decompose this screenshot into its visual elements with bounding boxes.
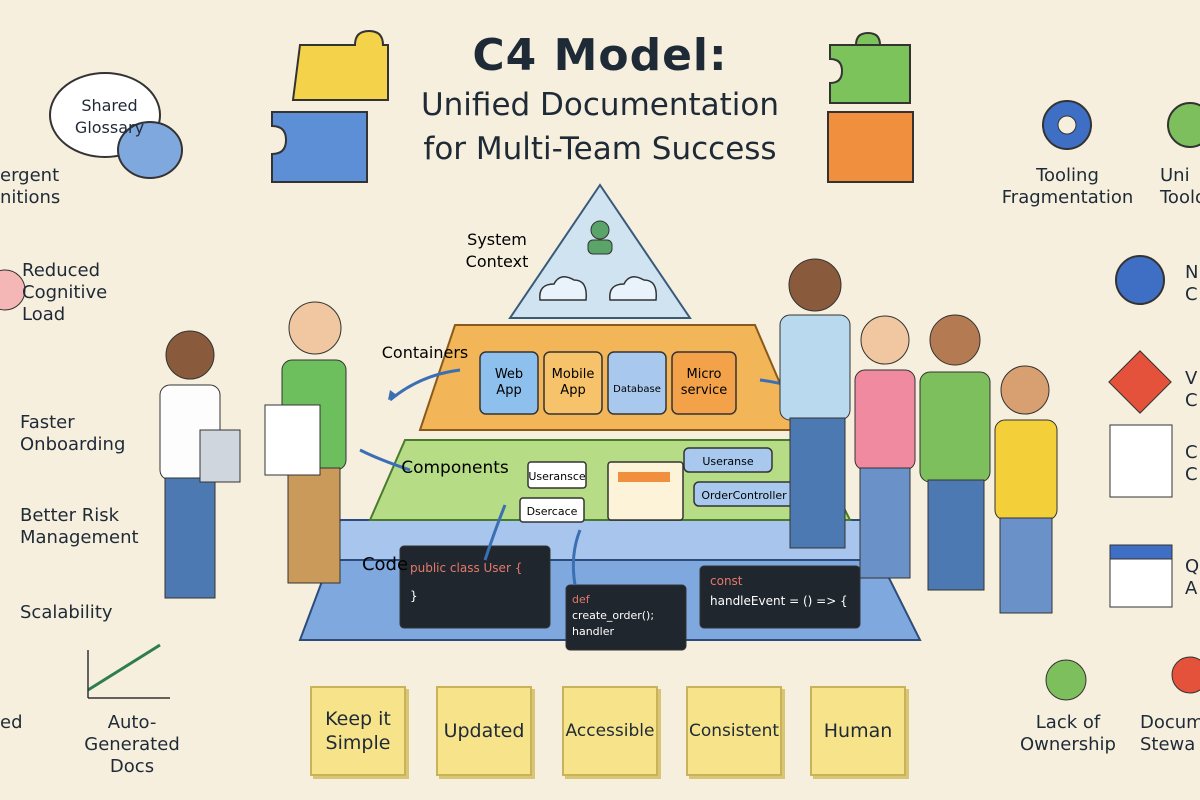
gear-icon bbox=[1042, 100, 1092, 150]
component-1: Useransce bbox=[528, 470, 586, 483]
brain-icon bbox=[0, 269, 26, 311]
code-snippet-3a: const bbox=[710, 574, 743, 588]
git-icon bbox=[1108, 350, 1172, 414]
person-left-2 bbox=[264, 301, 347, 584]
scalability-label: Scalability bbox=[20, 602, 113, 623]
gear-green-icon bbox=[1167, 102, 1200, 148]
component-4: OrderController bbox=[701, 489, 787, 502]
person-left-1 bbox=[159, 330, 241, 599]
pyramid bbox=[298, 183, 922, 651]
growth-chart-icon bbox=[87, 643, 161, 692]
code-snippet-1b: } bbox=[410, 589, 418, 603]
person-right-4 bbox=[994, 365, 1058, 614]
components-label: Components bbox=[401, 458, 509, 478]
container-database: Database bbox=[613, 384, 661, 395]
puzzle-left-icon bbox=[271, 29, 389, 183]
title-block: C4 Model: Unified Documentation for Mult… bbox=[0, 30, 1200, 169]
person-right-3 bbox=[919, 314, 991, 591]
title-line1: C4 Model: bbox=[472, 30, 728, 81]
unified-tooling-label: UniToolo bbox=[1160, 165, 1200, 208]
person-right-1 bbox=[779, 258, 851, 549]
shared-glossary-label: Shared Glossary bbox=[74, 96, 145, 137]
handshake-icon bbox=[1171, 656, 1200, 694]
component-3: Useranse bbox=[702, 455, 754, 468]
code-snippet-2c: handler bbox=[572, 625, 614, 638]
context-label-1: System bbox=[467, 230, 527, 249]
code-snippet-2a: def bbox=[572, 593, 591, 606]
code-label: Code bbox=[362, 554, 408, 575]
code-snippet-1a: public class User { bbox=[410, 561, 522, 575]
principle-note-simple: Keep it Simple bbox=[310, 686, 406, 776]
principle-note-accessible: Accessible bbox=[562, 686, 658, 776]
puzzle-right-icon bbox=[827, 32, 914, 183]
principle-note-consistent: Consistent bbox=[686, 686, 782, 776]
partial-bottom-label: ed bbox=[0, 712, 23, 733]
title-line3: for Multi-Team Success bbox=[423, 131, 777, 167]
containers-label: Containers bbox=[382, 343, 469, 362]
code-snippet-2b: create_order(); bbox=[572, 609, 654, 622]
title-line2: Unified Documentation bbox=[420, 87, 780, 123]
network-icon bbox=[1115, 255, 1165, 305]
speech-bubble-icon bbox=[49, 72, 183, 179]
context-label-2: Context bbox=[466, 252, 529, 271]
principle-note-updated: Updated bbox=[436, 686, 532, 776]
cycle-icon bbox=[1045, 659, 1087, 701]
person-right-2 bbox=[854, 315, 916, 579]
code-snippet-3b: handleEvent = () => { bbox=[710, 594, 848, 608]
checklist-icon bbox=[1109, 424, 1173, 498]
component-2: Dsercace bbox=[527, 505, 578, 518]
principle-note-human: Human bbox=[810, 686, 906, 776]
